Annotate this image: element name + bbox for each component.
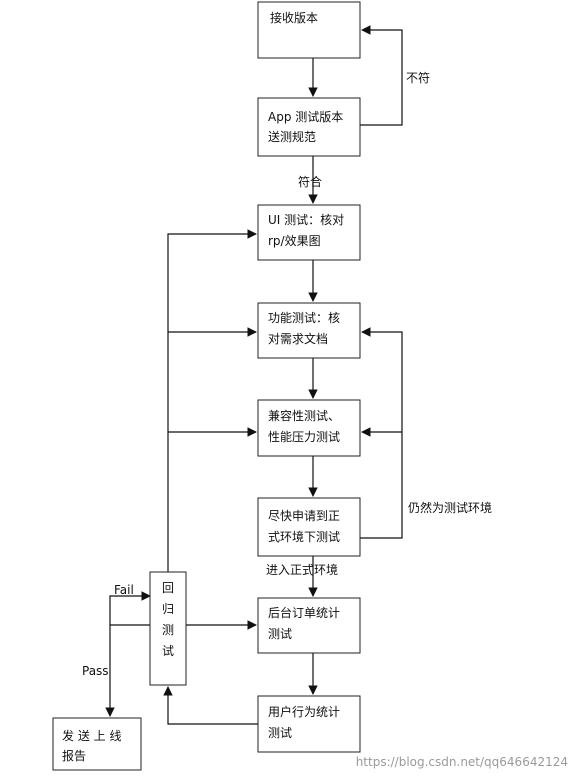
node-backend-order-line-1: 后台订单统计 (268, 605, 340, 620)
label-not-match: 不符 (406, 70, 430, 85)
node-user-behavior-box (257, 695, 361, 753)
node-apply-prod: 尽快申请到正 式环境下测试 (257, 497, 361, 557)
node-release-report-box (52, 717, 142, 771)
node-backend-order-line-2: 测试 (268, 626, 292, 641)
label-still-test-env: 仍然为测试环境 (408, 500, 492, 515)
node-release-report: 发 送 上 线 报告 (52, 717, 142, 771)
node-receive: 接收版本 (257, 1, 361, 59)
node-app-test: App 测试版本 送测规范 (257, 97, 361, 157)
edge-labels: 不符 符合 仍然为测试环境 进入正式环境 Fail Pass (82, 70, 492, 678)
node-ui-test-line-2: rp/效果图 (268, 233, 321, 248)
node-receive-line-1: 接收版本 (270, 10, 318, 25)
node-func-test-line-1: 功能测试：核 (268, 310, 340, 325)
edge-pass (105, 624, 150, 717)
node-func-test: 功能测试：核 对需求文档 (257, 302, 361, 359)
edge-not-match-loop (360, 25, 403, 126)
node-apply-prod-line-2: 式环境下测试 (268, 529, 340, 544)
node-func-test-line-2: 对需求文档 (268, 331, 328, 346)
node-regression-line-2: 归 (162, 602, 174, 616)
node-ui-test-box (257, 204, 361, 261)
node-compat-test-box (257, 399, 361, 457)
label-pass: Pass (82, 664, 109, 678)
node-regression-line-1: 回 (162, 581, 174, 595)
node-backend-order-box (257, 597, 361, 654)
node-apply-prod-line-1: 尽快申请到正 (268, 509, 340, 523)
edge-fail (109, 591, 151, 625)
node-compat-test-line-2: 性能压力测试 (268, 429, 340, 444)
node-compat-test: 兼容性测试、 性能压力测试 (257, 399, 361, 457)
node-regression-box (149, 571, 187, 686)
node-receive-box (257, 1, 361, 59)
node-app-test-line-2: 送测规范 (268, 129, 316, 144)
node-compat-test-line-1: 兼容性测试、 (268, 408, 340, 423)
watermark-text: https://blog.csdn.net/qq646642124 (356, 755, 568, 769)
edge-user-to-regression (163, 686, 258, 725)
label-enter-prod: 进入正式环境 (266, 562, 338, 577)
node-func-test-box (257, 302, 361, 359)
edges (105, 25, 403, 725)
node-user-behavior: 用户行为统计 测试 (257, 695, 361, 753)
label-fail: Fail (114, 583, 134, 597)
node-apply-prod-box (257, 497, 361, 557)
node-user-behavior-line-1: 用户行为统计 (268, 704, 340, 719)
node-ui-test: UI 测试：核对 rp/效果图 (257, 204, 361, 261)
edge-regression-up (167, 229, 257, 572)
node-user-behavior-line-2: 测试 (268, 725, 292, 740)
node-regression: 回 归 测 试 (149, 571, 187, 686)
node-app-test-line-1: App 测试版本 (268, 109, 343, 124)
node-ui-test-line-1: UI 测试：核对 (268, 212, 344, 227)
edge-still-test-env-loop (360, 327, 403, 539)
label-match: 符合 (298, 174, 322, 189)
node-app-test-box (257, 97, 361, 157)
node-regression-line-3: 测 (162, 623, 174, 637)
node-release-report-line-1: 发 送 上 线 (62, 728, 121, 743)
node-release-report-line-2: 报告 (62, 748, 86, 763)
node-regression-line-4: 试 (162, 643, 174, 658)
node-backend-order: 后台订单统计 测试 (257, 597, 361, 654)
